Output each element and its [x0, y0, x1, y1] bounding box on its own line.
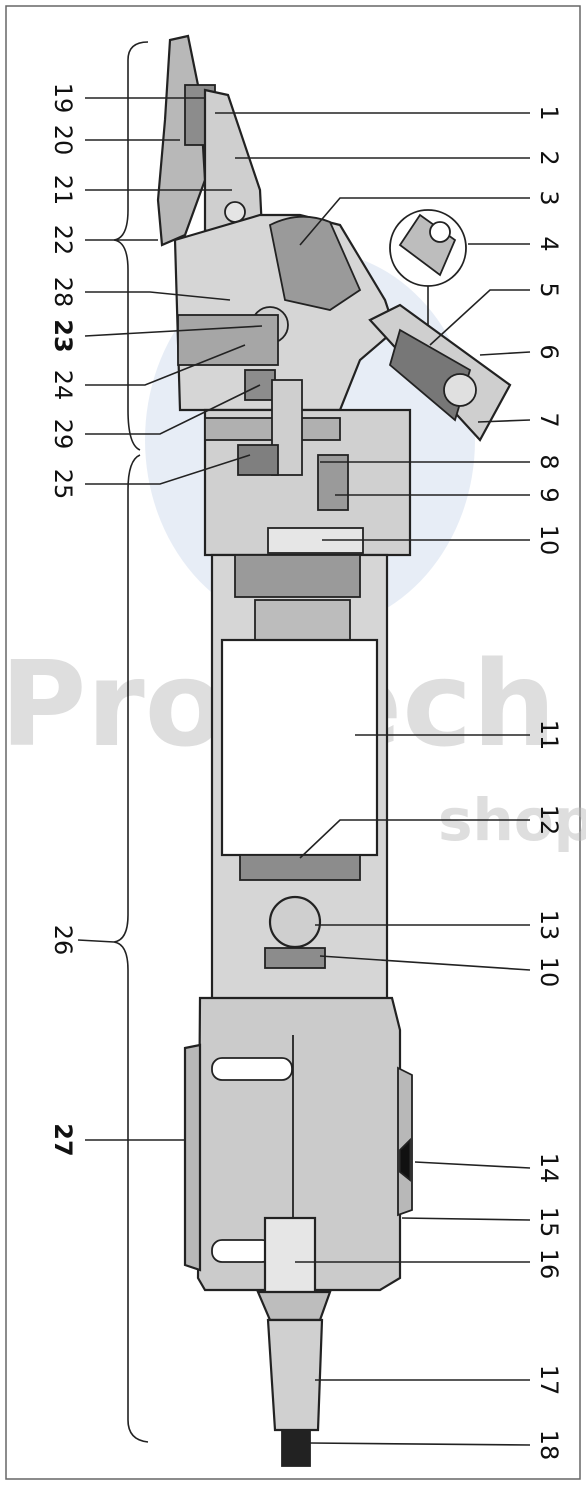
leader-r12 [299, 819, 530, 859]
right-labels: 1 2 3 4 5 6 7 8 9 10 11 12 13 10 14 15 1… [535, 105, 563, 1460]
leader-l24 [85, 344, 246, 386]
label-r8: 8 [535, 454, 563, 469]
leader-l23 [84, 325, 263, 337]
label-l28: 28 [49, 277, 77, 308]
label-r10b: 10 [535, 957, 563, 988]
left-labels: 19 20 21 22 28 23 24 29 25 26 27 [49, 83, 77, 1157]
bevel-gear [177, 314, 279, 366]
gear-head [156, 34, 512, 442]
label-r16: 16 [535, 1249, 563, 1280]
handle-cover-left [183, 1043, 202, 1272]
label-r11: 11 [535, 720, 563, 751]
cable-clamp [256, 1290, 332, 1322]
cable-protector [266, 1318, 324, 1432]
label-r10: 10 [535, 525, 563, 556]
lock-button-cap [443, 373, 477, 407]
commutator [239, 854, 361, 881]
leader-r3 [299, 197, 530, 246]
spindle-bearing [224, 201, 246, 223]
label-r3: 3 [535, 190, 563, 205]
gear-case [203, 379, 412, 557]
label-l24: 24 [49, 370, 77, 401]
switch-slot [211, 1057, 293, 1081]
label-r14: 14 [535, 1153, 563, 1184]
bracket-body [113, 454, 149, 1443]
label-r18: 18 [535, 1430, 563, 1461]
leader-l28 [85, 291, 231, 301]
fan-wheel [234, 554, 361, 598]
label-r12: 12 [535, 805, 563, 836]
label-l20: 20 [49, 125, 77, 156]
label-l19: 19 [49, 83, 77, 114]
leader-r10b [319, 955, 531, 971]
leader-l26 [77, 939, 115, 943]
label-l29: 29 [49, 419, 77, 450]
armature-stator [220, 638, 379, 857]
leader-l29 [85, 384, 261, 435]
bearing-seat [264, 947, 326, 969]
label-l27: 27 [49, 1123, 77, 1156]
switch-slot-lower [211, 1239, 273, 1263]
switch-button [399, 1137, 411, 1182]
detail-circle-part [398, 213, 457, 277]
label-r17: 17 [535, 1365, 563, 1396]
left-leaders [77, 97, 263, 1141]
leader-l25 [85, 454, 251, 485]
label-r6: 6 [535, 344, 563, 359]
label-l25: 25 [49, 469, 77, 500]
frame-border [5, 5, 581, 1480]
motor-bearing [268, 895, 322, 949]
leader-r18 [309, 1442, 531, 1446]
armature-head [254, 599, 351, 641]
bracket-head [113, 41, 149, 451]
label-l23: 23 [49, 319, 77, 352]
leader-r14 [414, 1161, 531, 1169]
motor-body [210, 553, 389, 1002]
leader-r5 [429, 289, 530, 346]
right-leaders [215, 112, 531, 1446]
bearing-upper [317, 454, 349, 511]
label-r7: 7 [535, 412, 563, 427]
label-r1: 1 [535, 105, 563, 120]
leader-r7 [477, 419, 531, 423]
label-r13: 13 [535, 910, 563, 941]
leader-r6 [479, 351, 531, 356]
label-r9: 9 [535, 487, 563, 502]
detail-circle-hole [429, 221, 451, 243]
label-r15: 15 [535, 1207, 563, 1238]
label-r4: 4 [535, 236, 563, 251]
power-cable [281, 1429, 311, 1467]
label-l26: 26 [49, 925, 77, 956]
gear-housing-rib [268, 215, 362, 311]
handle [183, 996, 413, 1467]
label-l22: 22 [49, 225, 77, 256]
label-l21: 21 [49, 175, 77, 206]
label-r2: 2 [535, 150, 563, 165]
label-r5: 5 [535, 282, 563, 297]
pinion-gear [237, 444, 279, 476]
leader-r15 [401, 1217, 531, 1221]
